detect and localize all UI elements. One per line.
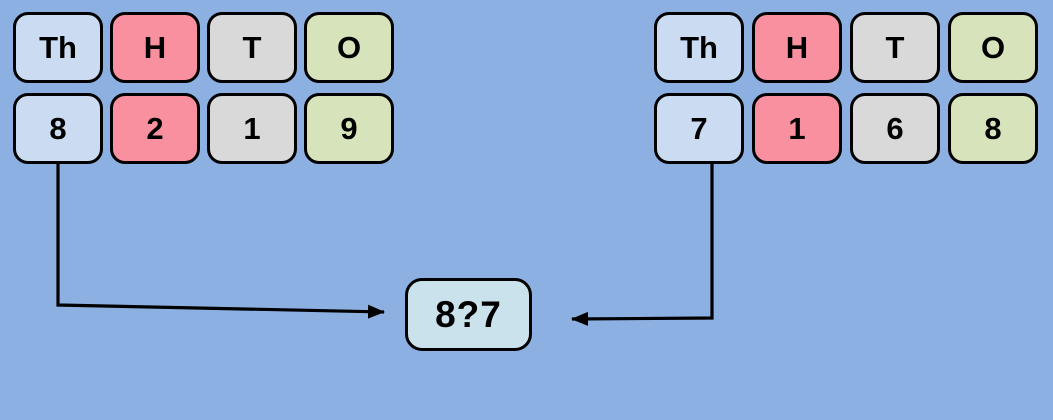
right-digit-row: 7 1 6 8: [654, 93, 1038, 164]
right-header-thousands: Th: [654, 12, 744, 83]
right-digit-tens: 6: [850, 93, 940, 164]
right-place-value-table: Th H T O 7 1 6 8: [654, 12, 1038, 164]
comparison-box: 8?7: [405, 278, 532, 351]
right-header-tens: T: [850, 12, 940, 83]
left-place-value-table: Th H T O 8 2 1 9: [13, 12, 394, 164]
left-digit-ones: 9: [304, 93, 394, 164]
right-digit-thousands: 7: [654, 93, 744, 164]
left-digit-row: 8 2 1 9: [13, 93, 394, 164]
right-header-ones: O: [948, 12, 1038, 83]
left-header-thousands: Th: [13, 12, 103, 83]
right-arrow: [571, 164, 714, 326]
left-digit-thousands: 8: [13, 93, 103, 164]
right-header-row: Th H T O: [654, 12, 1038, 83]
left-arrow: [56, 164, 385, 319]
left-digit-hundreds: 2: [110, 93, 200, 164]
left-header-hundreds: H: [110, 12, 200, 83]
right-digit-hundreds: 1: [752, 93, 842, 164]
right-digit-ones: 8: [948, 93, 1038, 164]
left-header-tens: T: [207, 12, 297, 83]
right-header-hundreds: H: [752, 12, 842, 83]
left-header-ones: O: [304, 12, 394, 83]
left-header-row: Th H T O: [13, 12, 394, 83]
left-digit-tens: 1: [207, 93, 297, 164]
